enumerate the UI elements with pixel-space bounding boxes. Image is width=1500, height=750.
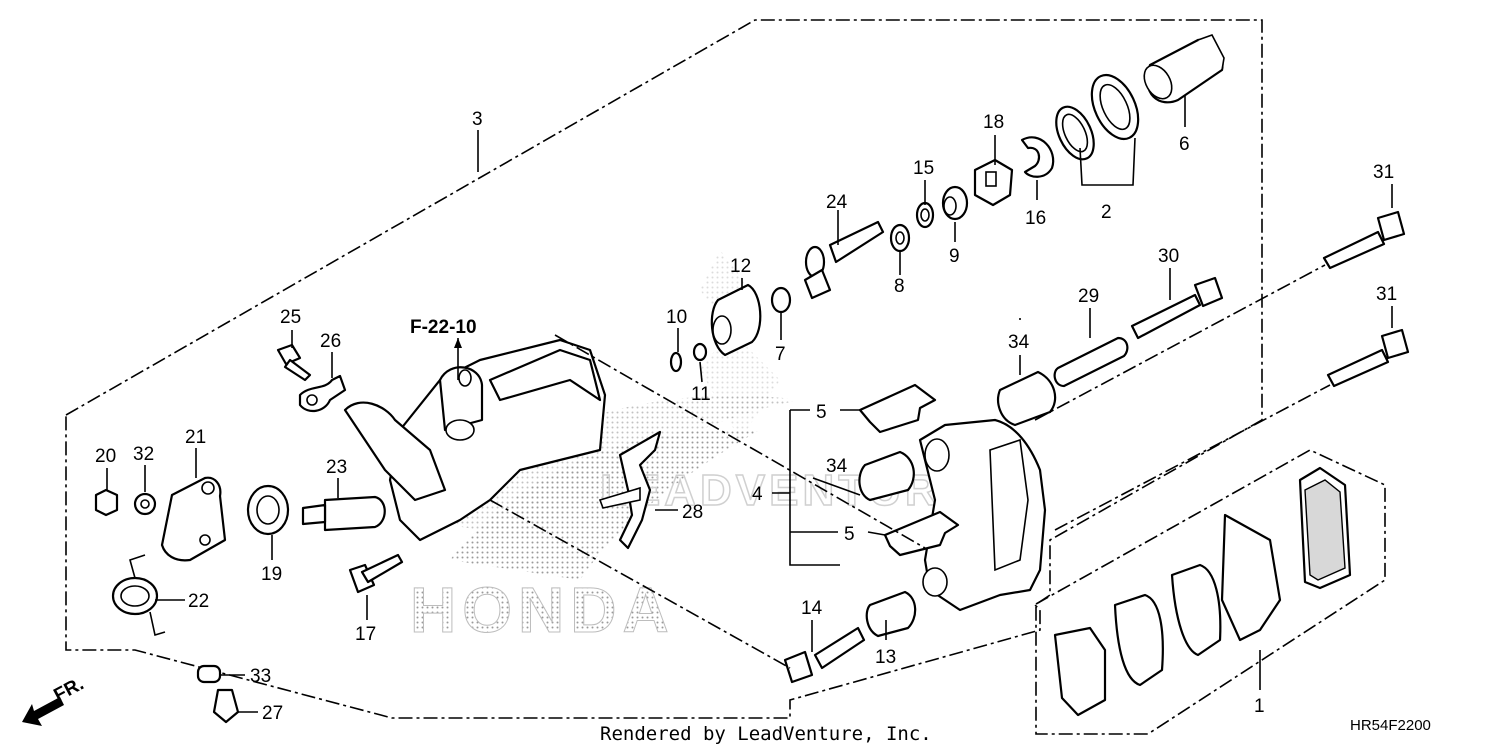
callout-3: 3: [472, 109, 483, 130]
callout-22: 22: [188, 591, 209, 612]
footer-credit: Rendered by LeadVenture, Inc.: [600, 723, 932, 745]
callout-31a: 31: [1373, 162, 1394, 183]
callout-30: 30: [1158, 246, 1179, 267]
callout-25: 25: [280, 307, 301, 328]
pad-set-outline: [1035, 449, 1386, 735]
watermark-dealer: LEADVENTURE: [600, 466, 974, 515]
callout-5a: 5: [816, 402, 827, 423]
callout-14: 14: [801, 598, 823, 619]
clip-16: [1020, 136, 1055, 178]
callout-29: 29: [1078, 286, 1099, 307]
part-8: [889, 223, 911, 253]
callout-34b: 34: [826, 456, 848, 477]
callout-2: 2: [1101, 202, 1112, 223]
callout-10: 10: [666, 307, 687, 328]
callout-7: 7: [775, 344, 786, 365]
shaft-23: [301, 495, 386, 532]
part-15: [915, 201, 935, 229]
diagram-code: HR54F2200: [1350, 717, 1431, 734]
bolt-25: [276, 343, 312, 382]
part-19: [246, 484, 290, 536]
callout-33: 33: [250, 666, 271, 687]
washer-32: [133, 492, 157, 516]
callout-8: 8: [894, 276, 905, 297]
bleeder-27: [212, 688, 240, 724]
callout-15: 15: [913, 158, 934, 179]
callout-11: 11: [691, 384, 711, 405]
callout-6: 6: [1179, 134, 1190, 155]
boot-6: [1143, 34, 1225, 104]
part-9: [941, 185, 969, 221]
part-12: [710, 283, 762, 357]
bolt-31b: [1326, 328, 1410, 388]
boot-34b: [858, 450, 915, 502]
callout-20: 20: [95, 446, 116, 467]
boot-34a: [997, 370, 1057, 427]
part-10: [669, 351, 683, 373]
caliper-body-3: [343, 338, 607, 542]
brake-pads-1: [1053, 466, 1352, 717]
watermark-brand: HONDA: [410, 574, 675, 646]
reference-label: F-22-10: [410, 317, 477, 338]
callout-32: 32: [133, 444, 154, 465]
bolt-31a: [1322, 210, 1406, 270]
pad-clip-5a: [858, 383, 937, 434]
callout-5b: 5: [844, 524, 855, 545]
front-direction-arrow: [22, 697, 64, 726]
part-33: [196, 664, 222, 684]
caliper-bracket-4: [918, 418, 1047, 612]
callout-21: 21: [185, 427, 206, 448]
screw-24: [803, 220, 885, 300]
part-11: [692, 342, 708, 362]
bracket-26: [298, 374, 347, 413]
callout-9: 9: [949, 246, 960, 267]
callout-26: 26: [320, 331, 341, 352]
callout-18: 18: [983, 112, 1004, 133]
washer-7: [770, 286, 792, 314]
pin-29: [1053, 336, 1129, 388]
bolt-30: [1130, 276, 1224, 340]
leader-lines: [106, 95, 1393, 713]
callout-1: 1: [1254, 696, 1265, 717]
piston-seals-2: [1055, 73, 1140, 161]
bolt-17: [348, 553, 404, 594]
callout-31b: 31: [1376, 284, 1397, 305]
part-20: [94, 488, 119, 517]
lever-21: [160, 476, 227, 562]
callout-23: 23: [326, 457, 347, 478]
callout-27: 27: [262, 703, 283, 724]
spring-22: [111, 554, 166, 637]
part-18: [973, 158, 1014, 207]
callout-24: 24: [826, 192, 848, 213]
callout-4: 4: [752, 484, 763, 505]
callout-13: 13: [875, 647, 896, 668]
boot-13: [865, 590, 917, 638]
callout-34a: 34: [1008, 332, 1030, 353]
callout-17: 17: [355, 624, 376, 645]
callout-28: 28: [682, 502, 703, 523]
pad-spring-28: [598, 430, 662, 550]
callout-16: 16: [1025, 208, 1046, 229]
callout-12: 12: [730, 256, 751, 277]
assembly-outline: [65, 19, 1263, 719]
pad-clip-5b: [883, 510, 960, 557]
pin-14: [783, 626, 866, 684]
callout-19: 19: [261, 564, 282, 585]
